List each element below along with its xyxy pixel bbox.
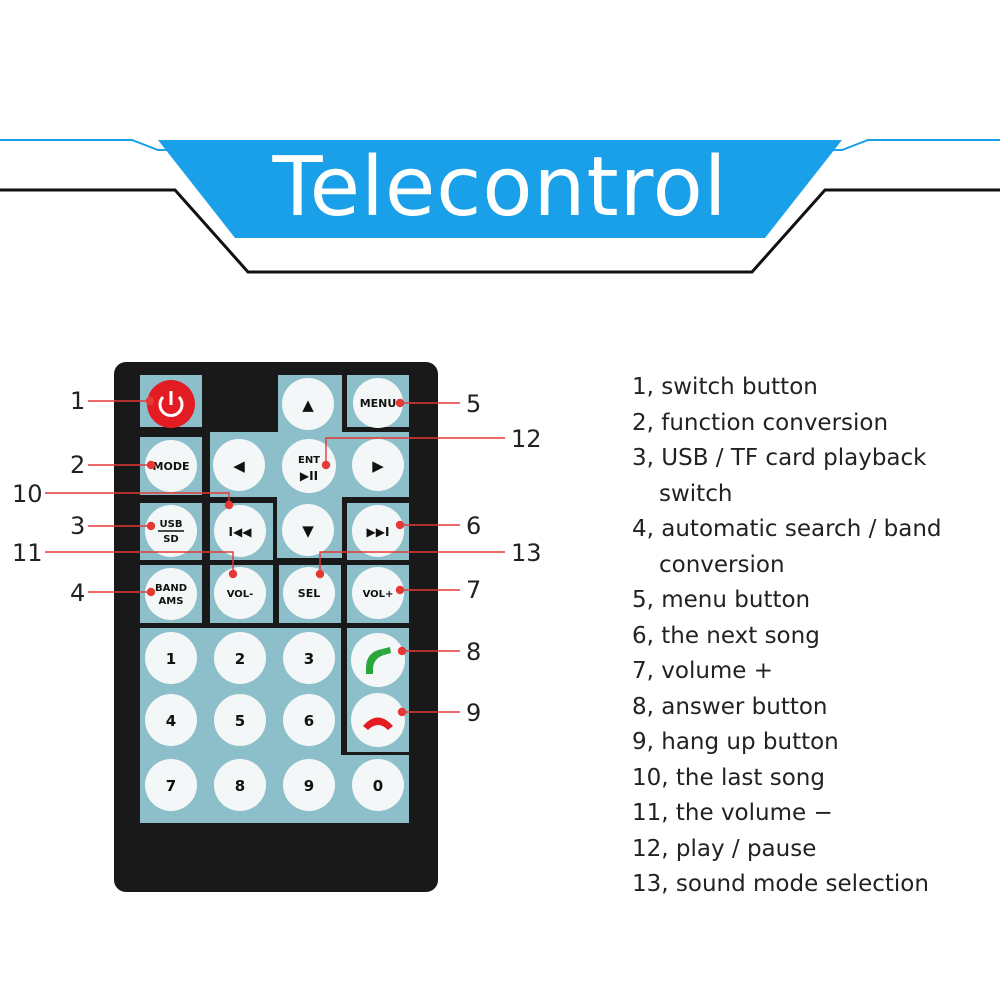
number-button-3[interactable]: 3: [283, 632, 335, 684]
number-button-7[interactable]: 7: [145, 759, 197, 811]
legend-item: 13, sound mode selection: [632, 871, 929, 897]
vol-minus-label: VOL-: [227, 589, 254, 600]
legend-item: 9, hang up button: [632, 729, 839, 755]
number-button-0[interactable]: 0: [352, 759, 404, 811]
band-ams-button[interactable]: BAND AMS: [145, 568, 197, 620]
prev-track-button[interactable]: I◀◀: [214, 505, 266, 557]
legend-item: 8, answer button: [632, 693, 828, 720]
mode-button[interactable]: MODE: [145, 440, 197, 492]
up-arrow-icon: ▲: [302, 396, 314, 414]
next-track-icon: ▶▶I: [367, 525, 390, 539]
number-label: 2: [235, 650, 245, 668]
number-label: 1: [166, 650, 176, 668]
volume-down-button[interactable]: VOL-: [214, 567, 266, 619]
volume-up-button[interactable]: VOL+: [352, 567, 404, 619]
number-button-9[interactable]: 9: [283, 759, 335, 811]
up-button[interactable]: ▲: [282, 378, 334, 430]
legend-item: 4, automatic search / band conversion: [632, 516, 942, 578]
usb-sd-button[interactable]: USB SD: [145, 505, 197, 557]
ent-label: ENT: [298, 455, 320, 466]
legend-item: 5, menu button: [632, 587, 811, 613]
down-arrow-icon: ▼: [302, 522, 314, 540]
band-label: BAND: [155, 583, 187, 594]
number-button-4[interactable]: 4: [145, 694, 197, 746]
legend-item: 2, function conversion: [632, 409, 889, 436]
menu-label: MENU: [360, 397, 397, 410]
legend-item: 11, the volume −: [632, 800, 833, 826]
menu-button[interactable]: MENU: [353, 378, 403, 428]
number-label: 7: [166, 777, 176, 795]
left-arrow-icon: ◀: [233, 457, 245, 475]
ent-play-pause-button[interactable]: ENT ▶II: [282, 439, 336, 493]
phone-hangup-icon: [363, 717, 393, 730]
page-title: Telecontrol: [272, 140, 728, 235]
legend-item: 12, play / pause: [632, 835, 817, 862]
title-banner: [0, 139, 1000, 274]
number-label: 8: [235, 777, 245, 795]
legend-item: 3, USB / TF card playback switch: [632, 445, 927, 507]
callout-1: 1: [70, 387, 85, 415]
phone-answer-icon: [366, 649, 384, 668]
next-track-button[interactable]: ▶▶I: [352, 505, 404, 557]
sel-button[interactable]: SEL: [283, 567, 335, 619]
prev-track-icon: I◀◀: [229, 525, 253, 539]
number-label: 3: [304, 650, 314, 668]
legend-item: 6, the next song: [632, 622, 820, 649]
callout-10: 10: [12, 480, 43, 508]
callout-lines: [45, 396, 505, 717]
number-label: 0: [373, 777, 383, 795]
vol-plus-label: VOL+: [363, 589, 394, 600]
ams-label: AMS: [159, 596, 184, 607]
callout-11: 11: [12, 539, 43, 567]
number-label: 4: [166, 712, 176, 730]
sd-label: SD: [163, 534, 179, 545]
number-label: 6: [304, 712, 314, 730]
callout-8: 8: [466, 638, 481, 666]
hangup-call-button[interactable]: [351, 693, 405, 747]
left-button[interactable]: ◀: [213, 439, 265, 491]
callout-4: 4: [70, 579, 85, 607]
number-button-8[interactable]: 8: [214, 759, 266, 811]
number-button-1[interactable]: 1: [145, 632, 197, 684]
callout-2: 2: [70, 451, 85, 479]
right-button[interactable]: ▶: [352, 439, 404, 491]
legend-item: 10, the last song: [632, 764, 825, 791]
legend-item: 7, volume +: [632, 658, 774, 684]
callout-numbers: 1 2 3 4 5 6 7 8 9 10 11 12 13: [12, 387, 542, 727]
callout-5: 5: [466, 390, 481, 418]
number-button-6[interactable]: 6: [283, 694, 335, 746]
number-button-2[interactable]: 2: [214, 632, 266, 684]
play-pause-icon: ▶II: [300, 469, 318, 483]
right-arrow-icon: ▶: [372, 457, 384, 475]
legend-item: 1, switch button: [632, 374, 818, 400]
power-button[interactable]: [147, 380, 195, 428]
number-label: 5: [235, 712, 245, 730]
callout-7: 7: [466, 576, 481, 604]
callout-6: 6: [466, 512, 481, 540]
number-button-5[interactable]: 5: [214, 694, 266, 746]
number-label: 9: [304, 777, 314, 795]
callout-9: 9: [466, 699, 481, 727]
callout-12: 12: [511, 425, 542, 453]
power-icon: [158, 395, 184, 417]
callout-3: 3: [70, 512, 85, 540]
sel-label: SEL: [298, 587, 320, 600]
mode-label: MODE: [153, 460, 190, 473]
down-button[interactable]: ▼: [282, 504, 334, 556]
answer-call-button[interactable]: [351, 633, 405, 687]
usb-label: USB: [160, 519, 183, 530]
button-legend: 1, switch button 2, function conversion …: [632, 370, 992, 903]
callout-13: 13: [511, 539, 542, 567]
